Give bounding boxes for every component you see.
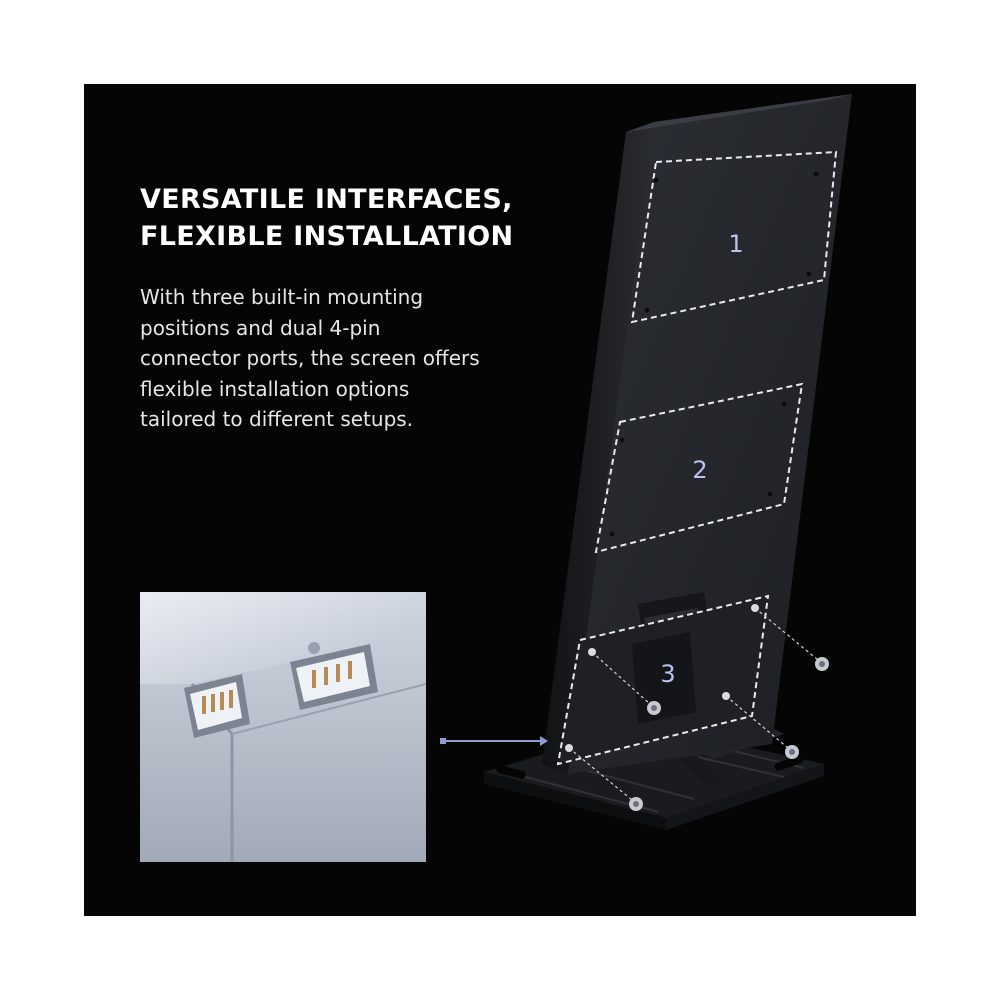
description-line: With three built-in mounting <box>140 285 424 309</box>
connector-closeup-inset <box>140 592 427 862</box>
screw-icon <box>647 701 661 715</box>
description-line: tailored to different setups. <box>140 407 414 431</box>
connector-port-icon <box>184 674 250 738</box>
headline-line-2: FLEXIBLE INSTALLATION <box>140 221 514 252</box>
screw-icon <box>815 657 829 671</box>
mount-area-1: 1 <box>630 150 838 324</box>
mount-label-3: 3 <box>660 660 675 688</box>
screw-icon <box>629 797 643 811</box>
hero-panel: VERSATILE INTERFACES, FLEXIBLE INSTALLAT… <box>84 84 916 916</box>
description: With three built-in mounting positions a… <box>140 282 560 435</box>
screw-icon <box>785 745 799 759</box>
connector-port-icon <box>290 644 378 710</box>
description-line: connector ports, the screen offers <box>140 346 480 370</box>
description-line: flexible installation options <box>140 376 410 401</box>
device-side-edge <box>542 122 654 774</box>
description-line: positions and dual 4-pin <box>140 315 381 340</box>
screws <box>568 607 819 801</box>
headline-line-1: VERSATILE INTERFACES, <box>140 184 513 215</box>
callout-arrow <box>440 736 548 746</box>
product-illustration: 1 2 3 <box>140 94 852 862</box>
mount-area-2: 2 <box>594 382 804 554</box>
mount-label-1: 1 <box>728 230 743 258</box>
mount-label-2: 2 <box>692 456 707 484</box>
mount-area-3: 3 <box>556 594 770 766</box>
headline: VERSATILE INTERFACES, FLEXIBLE INSTALLAT… <box>140 181 580 255</box>
